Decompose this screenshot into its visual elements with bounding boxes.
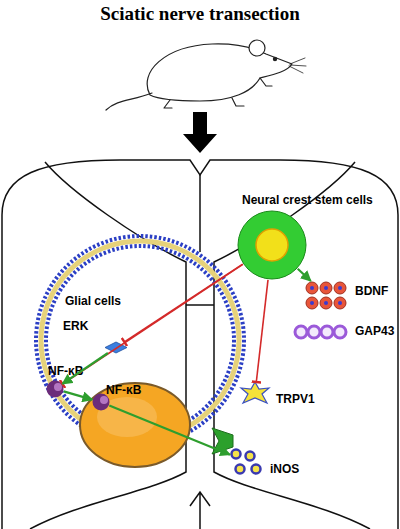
enzyme-node: iNOS [230, 448, 266, 476]
node-label: BDNF [355, 284, 388, 298]
stem-cell-node: Neural crest stem cells [237, 210, 307, 280]
factor-node: BDNF [305, 281, 349, 311]
node-label: NF-κB [106, 383, 141, 397]
kinase-node: ERK [105, 342, 127, 353]
kinase-symbol [105, 342, 127, 353]
node-label: GAP43 [355, 324, 394, 338]
node-label: Glial cells [65, 294, 121, 308]
bdnf-symbol [305, 281, 349, 311]
gap43-symbol [293, 322, 349, 342]
rat-illustration [106, 40, 306, 110]
activation-arrow [298, 269, 311, 281]
spinal-cord-outline [2, 160, 398, 529]
node-label: NF-κB [48, 364, 83, 378]
node-label: TRPV1 [276, 392, 315, 406]
node-label: iNOS [270, 462, 299, 476]
factor-node: GAP43 [293, 322, 349, 342]
channel-symbol [240, 382, 270, 404]
stem-cell-symbol [237, 210, 307, 280]
inhibition-connector [256, 280, 268, 382]
channel-node: TRPV1 [240, 382, 270, 404]
protein-node: NF-κB [46, 380, 64, 398]
node-label: Neural crest stem cells [242, 193, 373, 207]
down-arrow [183, 112, 217, 153]
protein-symbol [46, 380, 64, 398]
nuclear-protein-node: NF-κB [92, 393, 110, 411]
cell-membrane [32, 232, 248, 448]
figure-title: Sciatic nerve transection [0, 3, 400, 25]
glial-cell-node: Glial cellsERKNF-κBNF-κB [32, 232, 248, 448]
inos-symbol [230, 448, 266, 476]
node-label: ERK [63, 319, 88, 333]
receptor-symbol [212, 428, 233, 454]
